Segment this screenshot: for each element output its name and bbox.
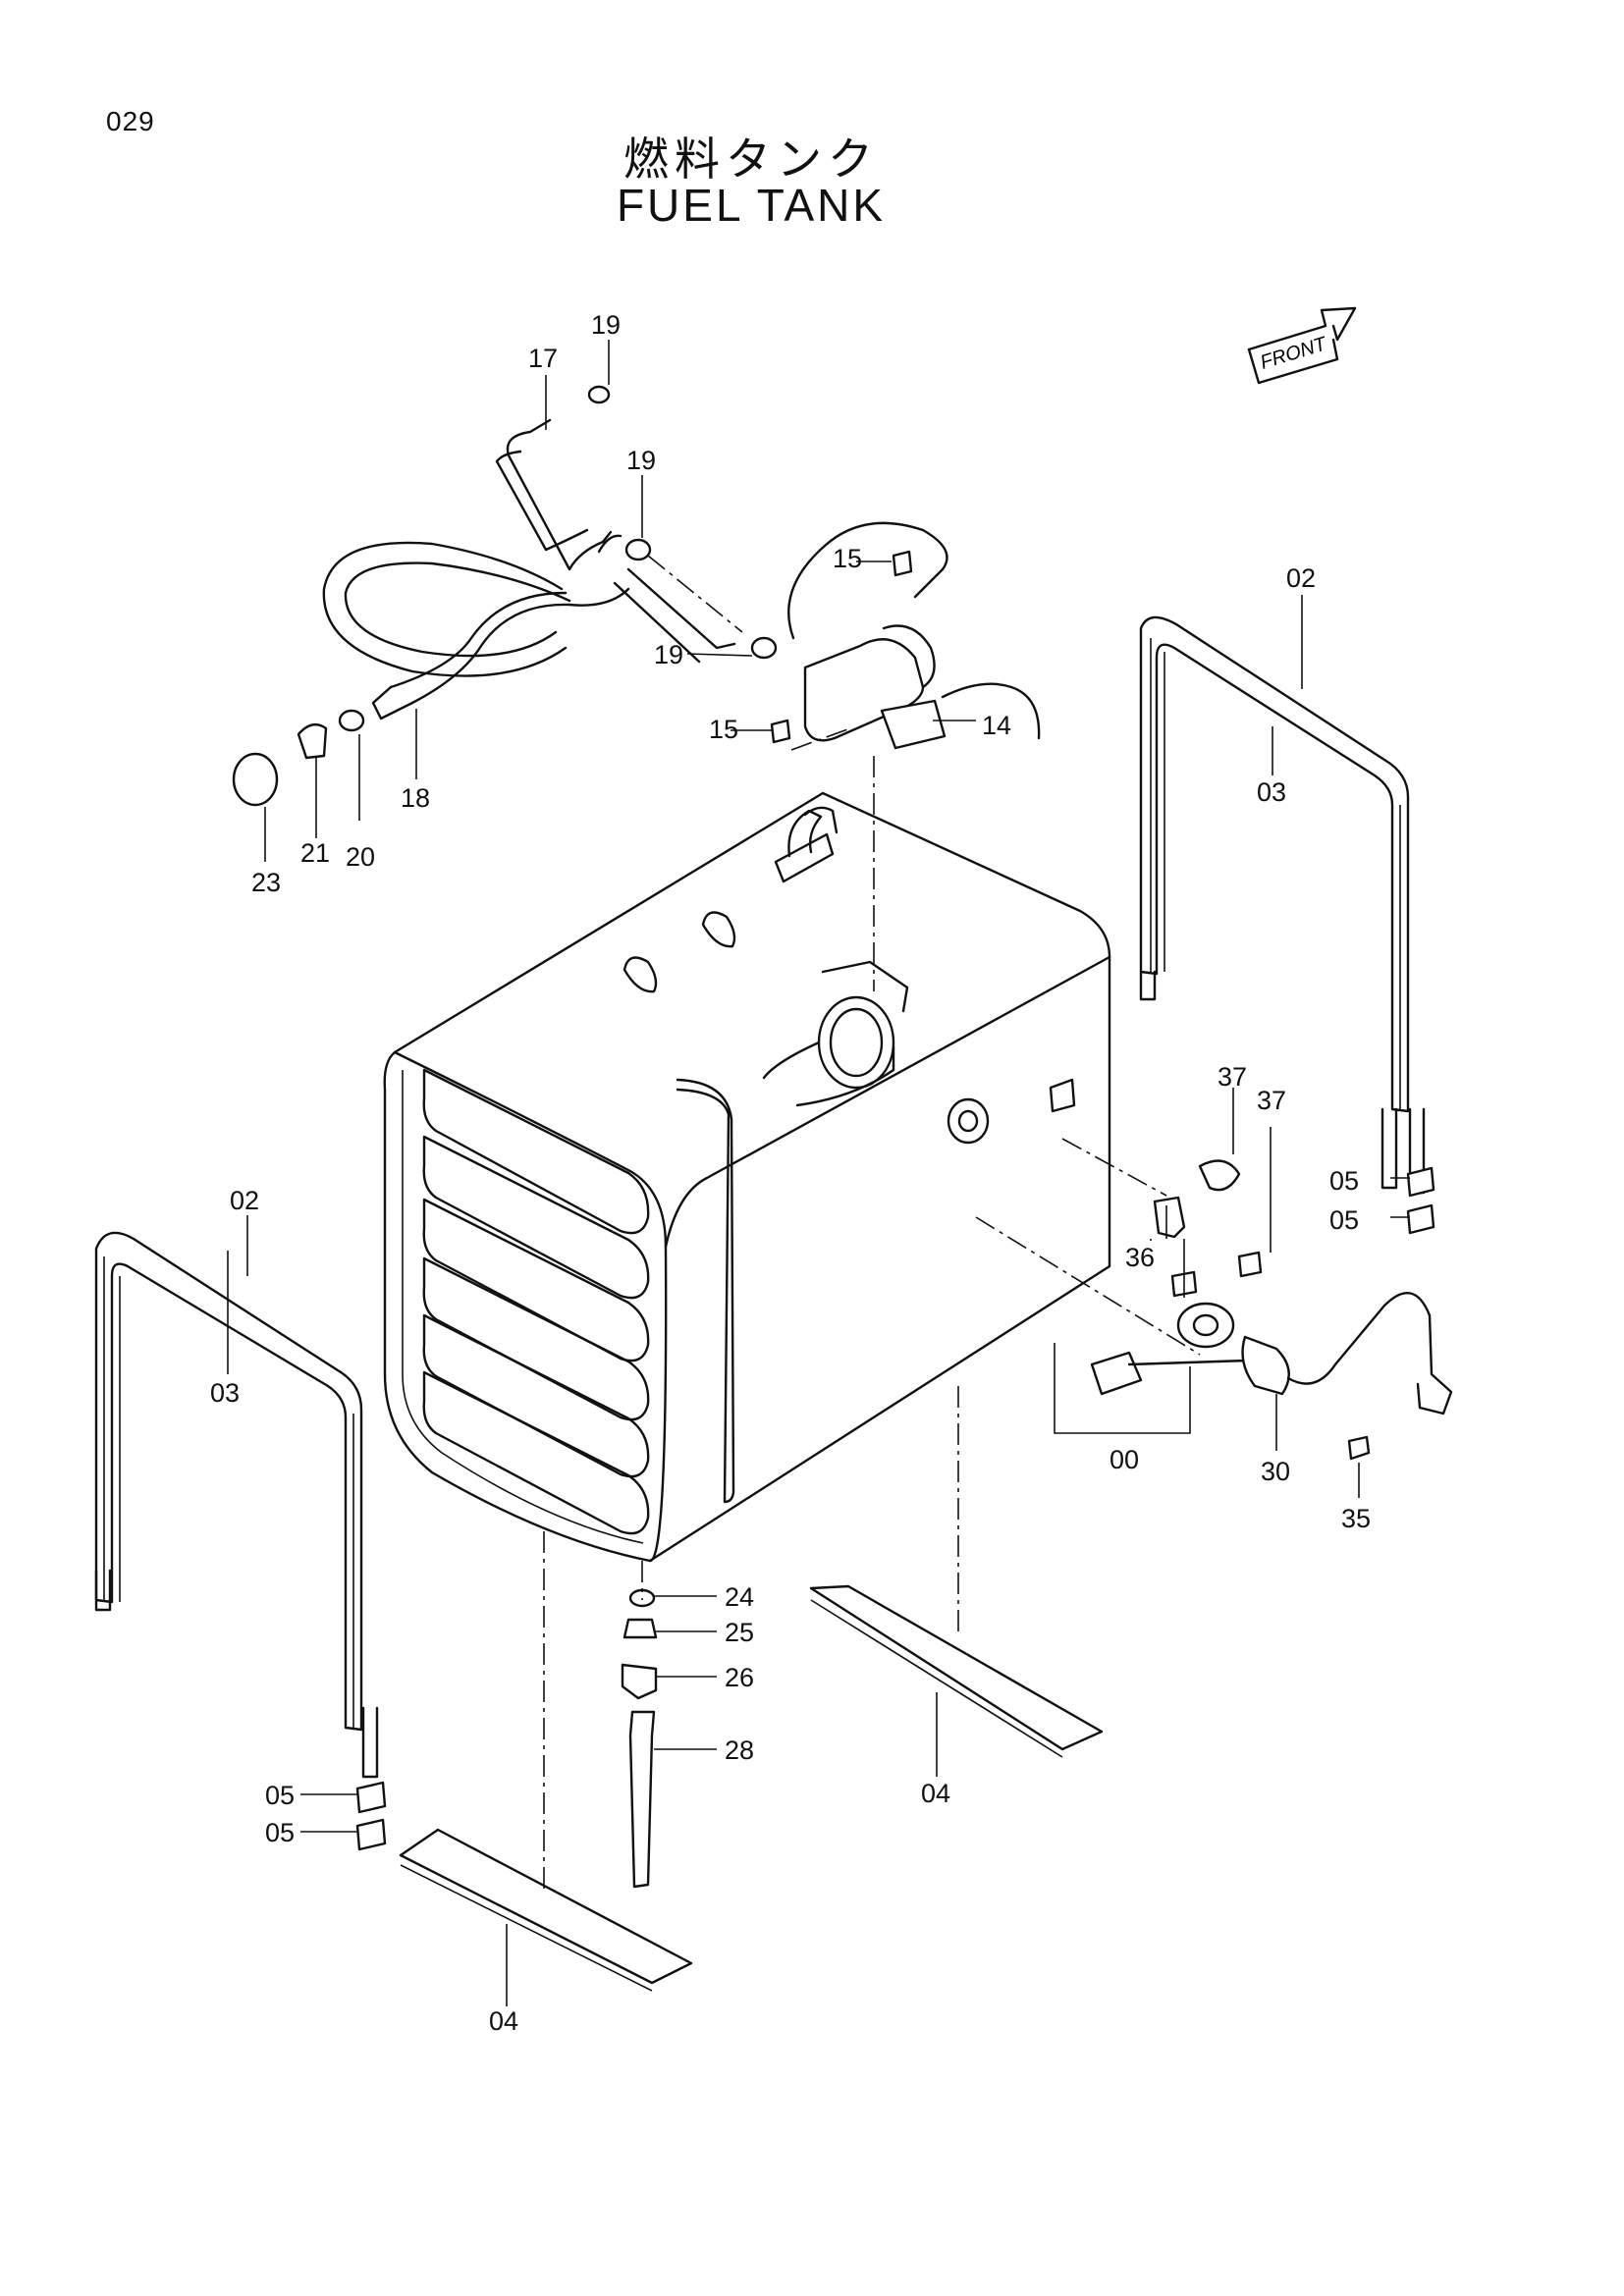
callout-label: 15 (833, 544, 862, 573)
fuel-tank-body (383, 791, 1111, 1563)
callout-label: 19 (591, 310, 621, 340)
callout-label: 14 (982, 711, 1011, 740)
nuts-right (1406, 1166, 1435, 1235)
assembly-center-lines (543, 555, 1201, 1895)
callout-label: 05 (1329, 1166, 1359, 1196)
callout-label: 04 (489, 2006, 518, 2036)
fuel-sender-unit (1090, 1291, 1453, 1461)
callout-label: 03 (210, 1378, 240, 1408)
callout-label: 05 (1329, 1205, 1359, 1235)
callout-label: 37 (1218, 1062, 1247, 1092)
callout-label: 15 (709, 715, 738, 744)
diagram-title-japanese: 燃料タンク (623, 133, 879, 186)
fuel-pump-assembly (770, 521, 1041, 750)
callout-label: 17 (528, 344, 558, 373)
callout-label: 19 (654, 640, 683, 669)
callout-labels: 19 17 19 15 19 15 14 02 03 18 20 21 23 0… (210, 310, 1371, 2036)
fuel-hoses (232, 385, 778, 807)
callout-label: 28 (725, 1735, 754, 1765)
tank-strap-right (1139, 615, 1426, 1195)
callout-label: 03 (1257, 777, 1286, 807)
filler-neck (762, 960, 909, 1107)
callout-label: 00 (1110, 1445, 1139, 1474)
callout-label: 26 (725, 1663, 754, 1692)
tank-pad-right (809, 1584, 1104, 1758)
nuts-left (355, 1781, 387, 1851)
drain-assembly (621, 1588, 658, 1889)
callout-leaders (227, 340, 1410, 2006)
callout-label: 04 (921, 1779, 950, 1808)
diagram-title-english: FUEL TANK (616, 180, 887, 231)
callout-label: 36 (1125, 1243, 1155, 1272)
callout-label: 20 (346, 842, 375, 872)
front-direction-arrow: FRONT (1247, 306, 1357, 385)
tank-front-ribs (422, 1068, 650, 1535)
page-number: 029 (106, 106, 155, 136)
callout-label: 30 (1261, 1457, 1290, 1486)
callout-label: 25 (725, 1618, 754, 1647)
tank-pad-left (399, 1828, 693, 1992)
hose-clamp-assembly (1153, 1159, 1263, 1298)
callout-label: 05 (265, 1781, 295, 1810)
breather-pipe (774, 806, 839, 883)
callout-label: 02 (230, 1186, 259, 1215)
callout-label: 23 (251, 868, 281, 897)
callout-label: 05 (265, 1818, 295, 1847)
callout-label: 37 (1257, 1086, 1286, 1115)
callout-label: 35 (1341, 1504, 1371, 1533)
callout-label: 02 (1286, 563, 1316, 593)
callout-label: 21 (300, 838, 330, 868)
front-direction-label: FRONT (1258, 333, 1330, 374)
callout-label: 18 (401, 783, 430, 813)
callout-label: 24 (725, 1582, 754, 1612)
callout-label: 19 (626, 446, 656, 475)
sender-port-flange (947, 1097, 990, 1145)
tank-strap-left (94, 1231, 379, 1779)
